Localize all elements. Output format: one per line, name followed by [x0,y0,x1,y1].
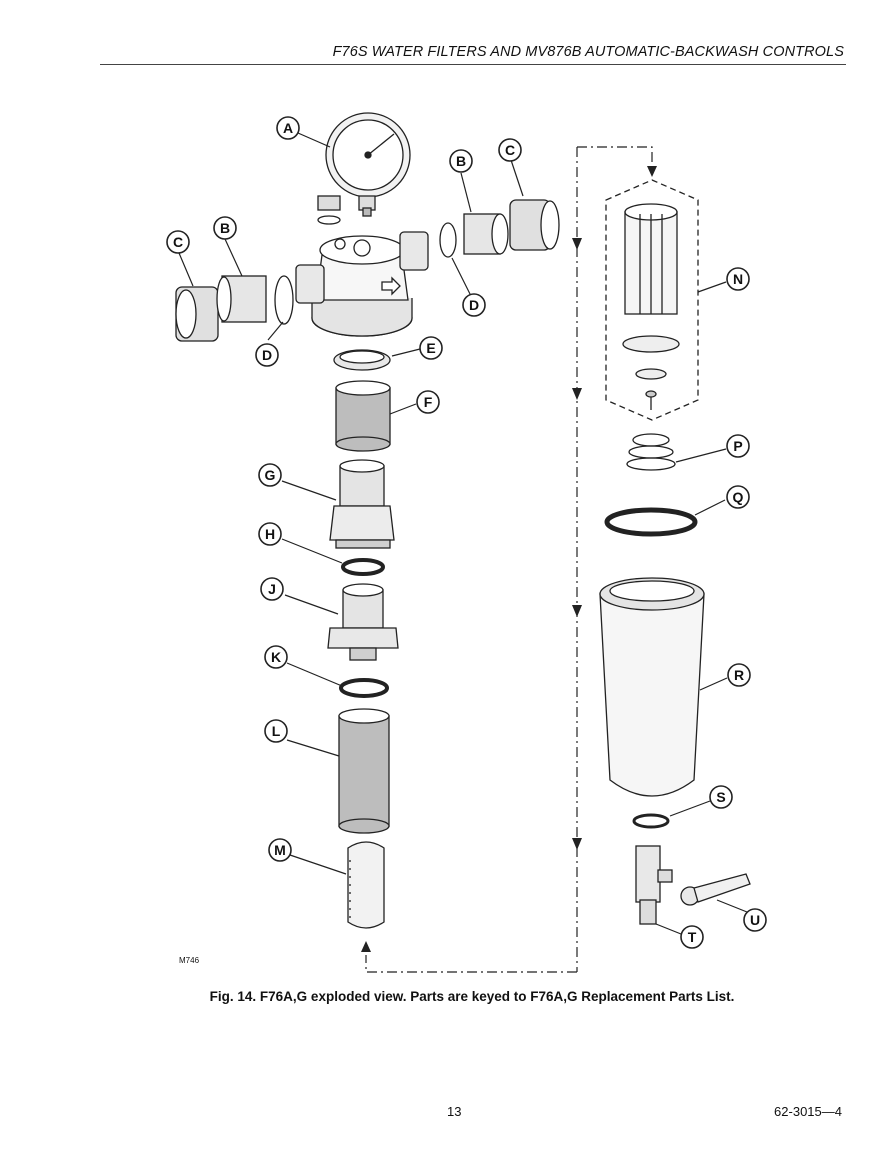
callout-label: Q [733,489,744,505]
valve-handle-icon [680,873,751,906]
callout-f-8: F [416,390,440,414]
screw-icon [645,390,657,410]
callout-label: B [456,153,466,169]
callout-label: U [750,912,760,928]
callout-a-0: A [276,116,300,140]
callout-t-20: T [680,925,704,949]
disc-icon [622,335,680,353]
pressure-gauge-icon [325,112,411,217]
callout-label: C [173,234,183,250]
callout-label: M [274,842,286,858]
callout-c-4: C [166,230,190,254]
callout-e-7: E [419,336,443,360]
callout-label: D [262,347,272,363]
callout-q-17: Q [726,485,750,509]
callout-p-16: P [726,434,750,458]
callout-b-3: B [213,216,237,240]
callout-label: R [734,667,744,683]
callout-label: K [271,649,281,665]
callout-g-9: G [258,463,282,487]
running-header: F76S WATER FILTERS AND MV876B AUTOMATIC-… [332,44,844,60]
callout-j-11: J [260,577,284,601]
document-number: 62-3015—4 [774,1104,842,1119]
cage-icon [624,203,678,315]
callout-label: B [220,220,230,236]
callout-label: G [265,467,276,483]
callout-label: C [505,142,515,158]
callout-m-14: M [268,838,292,862]
callout-b-1: B [449,149,473,173]
right-union-nut-icon [509,199,560,251]
seat-insert-icon [327,583,399,661]
callout-label: L [272,723,281,739]
leader-lines [178,132,753,935]
callout-s-19: S [709,785,733,809]
assembly-path [365,146,653,973]
spring-icon [626,433,676,471]
figure-id: M746 [179,956,200,965]
callout-k-12: K [264,645,288,669]
screen-guide-icon [347,841,385,929]
callout-label: E [426,340,435,356]
callout-label: P [733,438,742,454]
callout-n-15: N [726,267,750,291]
retaining-ring-icon [333,349,391,371]
callout-u-21: U [743,908,767,932]
filter-bowl-icon [599,577,705,797]
callout-label: T [688,929,697,945]
backwash-assembly-box [605,179,699,421]
filter-head-body [295,231,429,337]
right-tailpiece-icon [463,213,509,255]
valve-insert-icon [329,459,395,549]
small-disc-icon [635,368,667,380]
figure-caption: Fig. 14. F76A,G exploded view. Parts are… [209,989,735,1004]
callout-c-2: C [498,138,522,162]
o-ring-h-icon [341,558,385,576]
callout-label: A [283,120,293,136]
path-arrows [361,166,657,952]
callout-label: J [268,581,276,597]
callout-markers: A B C B C D D E F G H J K L M N P Q R S T U [166,116,767,949]
callout-label: F [424,394,433,410]
callout-h-10: H [258,522,282,546]
plug-and-washer-icon [317,195,341,225]
o-ring-k-icon [339,678,389,698]
o-ring-s-icon [632,813,670,829]
o-ring-q-icon [604,507,698,537]
coarse-screen-icon [338,708,390,834]
callout-d-5: D [255,343,279,367]
left-tailpiece-icon [216,275,267,323]
header-rule [100,64,846,65]
left-union-nut-icon [175,286,219,342]
callout-r-18: R [727,663,751,687]
drain-valve-icon [635,845,673,925]
callout-l-13: L [264,719,288,743]
callout-label: N [733,271,743,287]
page-number: 13 [447,1104,462,1119]
callout-label: D [469,297,479,313]
callout-label: S [716,789,725,805]
callout-label: H [265,526,275,542]
fine-screen-icon [335,380,391,452]
left-gasket-icon [274,275,294,325]
right-gasket-icon [439,222,457,258]
callout-d-6: D [462,293,486,317]
